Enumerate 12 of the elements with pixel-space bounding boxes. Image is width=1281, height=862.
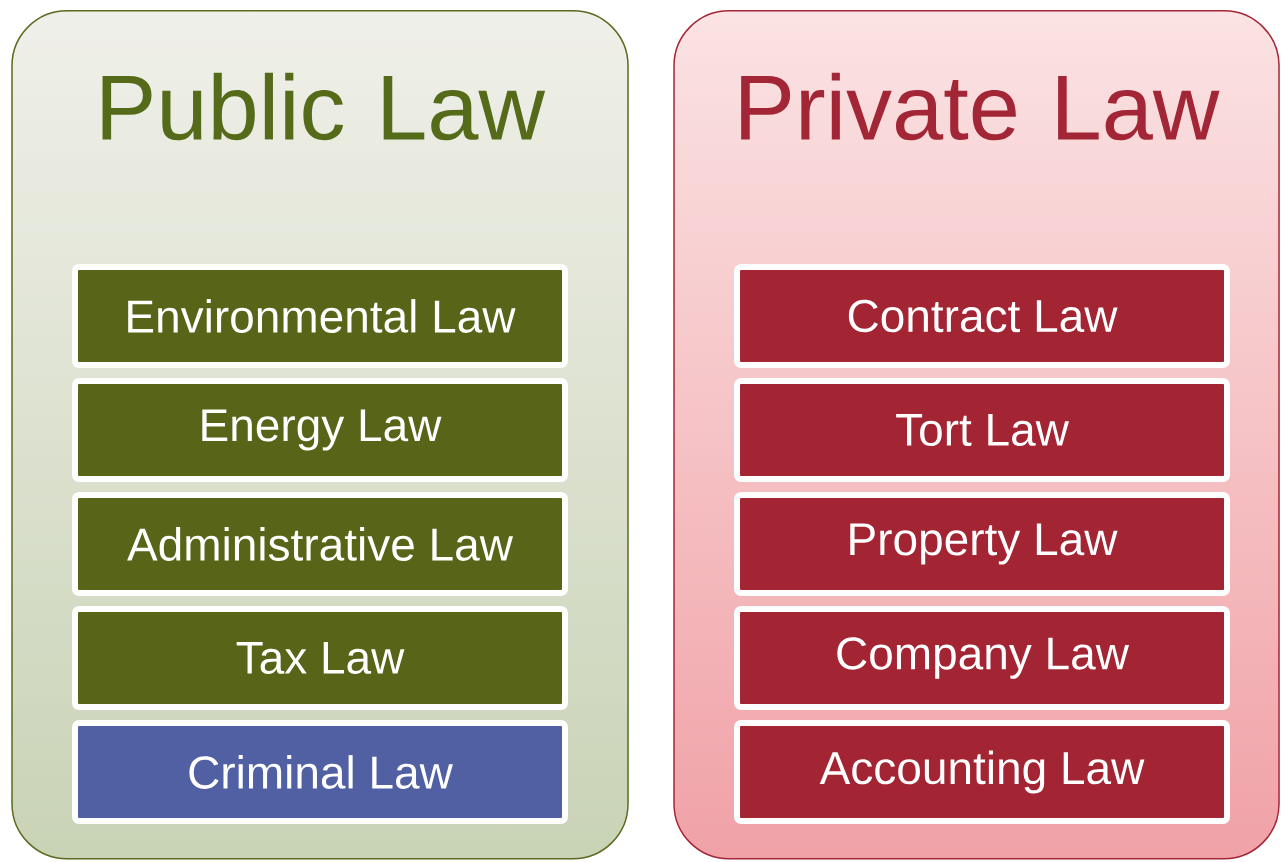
law-box: Administrative Law [72, 492, 568, 596]
law-box: Property Law [734, 492, 1230, 596]
panel-title: Private Law [741, 72, 1220, 141]
law-box: Company Law [734, 606, 1230, 710]
panel-title: Public Law [102, 72, 546, 141]
law-box: Tort Law [734, 378, 1230, 482]
law-box: Tax Law [72, 606, 568, 710]
law-box: Accounting Law [734, 720, 1230, 824]
law-box: Criminal Law [72, 720, 568, 824]
law-box: Environmental Law [72, 264, 568, 368]
law-box: Contract Law [734, 264, 1230, 368]
law-box: Energy Law [72, 378, 568, 482]
